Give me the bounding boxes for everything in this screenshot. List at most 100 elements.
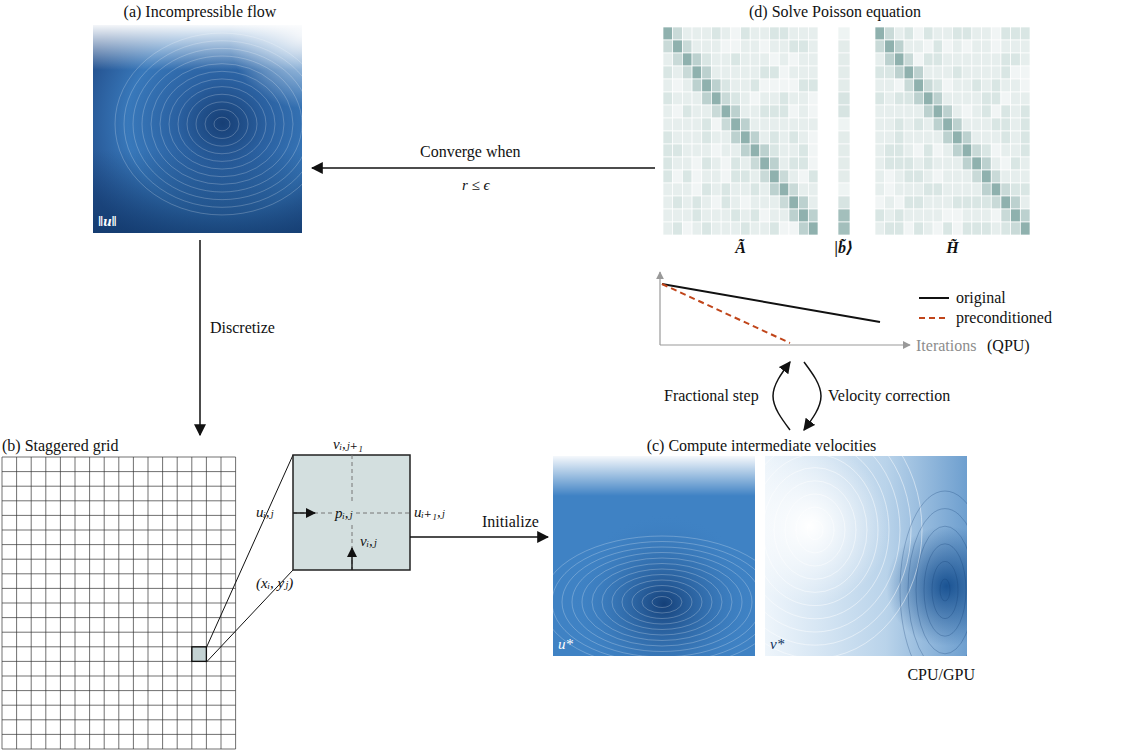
matrix-cell xyxy=(770,222,780,235)
matrix-cell xyxy=(702,79,712,92)
contour-line xyxy=(796,507,834,553)
matrix-cell xyxy=(711,170,721,183)
matrix-cell xyxy=(731,105,741,118)
matrix-cell xyxy=(1020,209,1030,222)
matrix-cell xyxy=(885,53,895,66)
panel: pᵢ,ⱼ(b) Staggered grid xyxy=(2,435,420,752)
matrix-cell xyxy=(943,222,953,235)
matrix-cell xyxy=(962,131,972,144)
matrix-cell xyxy=(663,196,673,209)
matrix-cell xyxy=(682,105,692,118)
matrix-cell xyxy=(875,118,885,131)
matrix-label: Ã xyxy=(663,238,818,257)
matrix-cell xyxy=(750,183,760,196)
matrix-cell xyxy=(904,79,914,92)
matrix-cell xyxy=(682,144,692,157)
matrix-cell xyxy=(894,209,904,222)
matrix-cell xyxy=(953,209,963,222)
panel: Ã|b̃⟩H̃(d) Solve Poisson equation xyxy=(655,0,1120,362)
matrix-cell xyxy=(914,79,924,92)
matrix-cell xyxy=(943,144,953,157)
matrix-cell xyxy=(808,105,818,118)
matrix-cell xyxy=(1020,53,1030,66)
matrix-cell xyxy=(721,92,731,105)
matrix-cell xyxy=(1001,66,1011,79)
matrix-cell xyxy=(789,27,799,40)
matrix-cell xyxy=(673,66,683,79)
grid-line xyxy=(2,719,236,720)
edge-label: Fractional step xyxy=(664,386,759,405)
matrix-cell xyxy=(875,79,885,92)
matrix-cell xyxy=(1001,118,1011,131)
matrix-cell xyxy=(779,92,789,105)
matrix-cell xyxy=(750,79,760,92)
contour-line xyxy=(160,71,284,176)
matrix-cell xyxy=(702,53,712,66)
matrix-cell xyxy=(904,183,914,196)
matrix-cell xyxy=(789,222,799,235)
matrix-cell xyxy=(943,53,953,66)
matrix-cell xyxy=(692,53,702,66)
matrix-cell xyxy=(1020,157,1030,170)
matrix-cell xyxy=(673,118,683,131)
matrix-cell xyxy=(991,27,1001,40)
matrix-cell xyxy=(731,157,741,170)
panel-title: (d) Solve Poisson equation xyxy=(655,2,1015,21)
matrix-cell xyxy=(1011,170,1021,183)
matrix-cell xyxy=(943,40,953,53)
matrix-cell xyxy=(779,66,789,79)
contour-line xyxy=(187,94,257,154)
matrix-cell xyxy=(972,209,982,222)
edge-label: Converge when xyxy=(420,142,521,161)
matrix-cell xyxy=(838,27,850,40)
matrix-cell xyxy=(808,40,818,53)
grid-line xyxy=(2,632,236,633)
matrix-cell xyxy=(760,131,770,144)
matrix-cell xyxy=(760,79,770,92)
matrix-cell xyxy=(914,144,924,157)
contour-line xyxy=(765,456,911,645)
matrix-cell xyxy=(682,79,692,92)
contour-line xyxy=(785,494,845,566)
matrix-cell xyxy=(682,53,692,66)
matrix-cell xyxy=(1001,157,1011,170)
matrix-cell xyxy=(885,131,895,144)
matrix-cell xyxy=(962,92,972,105)
matrix-cell xyxy=(933,53,943,66)
matrix-cell xyxy=(682,131,692,144)
matrix-cell xyxy=(808,92,818,105)
matrix-cell xyxy=(692,92,702,105)
velocity-label: vᵢ,ⱼ₊₁ xyxy=(333,435,363,453)
legend-label: preconditioned xyxy=(956,308,1052,327)
matrix-cell xyxy=(711,79,721,92)
matrix-cell xyxy=(914,183,924,196)
matrix-cell xyxy=(933,118,943,131)
matrix-cell xyxy=(914,66,924,79)
matrix-cell xyxy=(1001,222,1011,235)
matrix-cell xyxy=(894,66,904,79)
matrix-cell xyxy=(721,144,731,157)
flow-image: ‖u‖ xyxy=(93,25,302,233)
matrix-cell xyxy=(923,27,933,40)
contour-line xyxy=(807,520,823,539)
matrix-cell xyxy=(933,27,943,40)
matrix-cell xyxy=(991,144,1001,157)
matrix-cell xyxy=(682,170,692,183)
matrix-cell xyxy=(962,209,972,222)
matrix-cell xyxy=(894,131,904,144)
matrix-cell xyxy=(702,118,712,131)
matrix-cell xyxy=(1020,40,1030,53)
matrix-cell xyxy=(838,79,850,92)
matrix-cell xyxy=(702,131,712,144)
matrix-cell xyxy=(875,105,885,118)
matrix-cell xyxy=(838,170,850,183)
matrix-cell xyxy=(799,79,809,92)
matrix-cell xyxy=(692,105,702,118)
matrix-cell xyxy=(721,222,731,235)
matrix-cell xyxy=(799,131,809,144)
matrix-cell xyxy=(682,27,692,40)
matrix-cell xyxy=(875,222,885,235)
matrix-cell xyxy=(760,183,770,196)
contour-line xyxy=(642,591,682,613)
matrix-cell xyxy=(799,196,809,209)
